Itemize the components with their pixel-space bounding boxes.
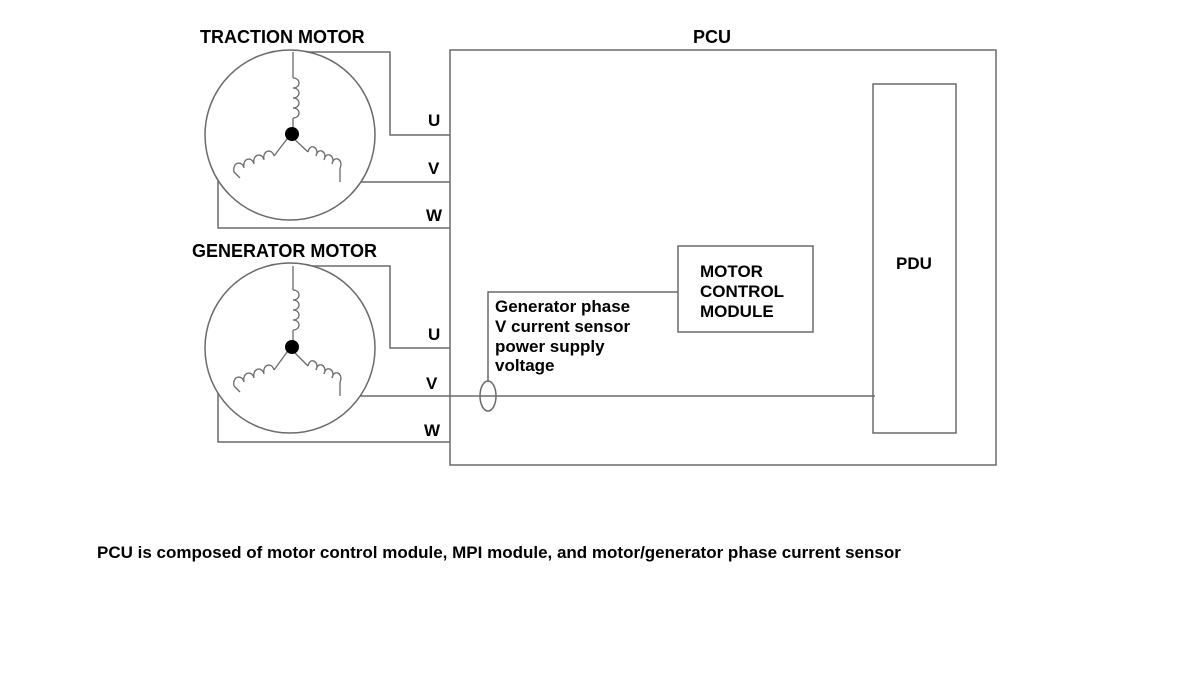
- current-sensor-icon: [479, 380, 497, 412]
- pcu-label: PCU: [693, 27, 731, 47]
- sensor-label-line-4: voltage: [495, 356, 555, 375]
- generator-phase-v-label: V: [426, 374, 438, 393]
- traction-phase-v-label: V: [428, 159, 440, 178]
- mcm-line-2: CONTROL: [700, 282, 784, 301]
- sensor-label-line-3: power supply: [495, 337, 605, 356]
- sensor-label-line-1: Generator phase: [495, 297, 630, 316]
- mcm-line-1: MOTOR: [700, 262, 763, 281]
- pdu-box: [872, 83, 957, 434]
- diagram-caption: PCU is composed of motor control module,…: [97, 543, 901, 562]
- generator-lead-u: [293, 265, 450, 349]
- traction-lead-u: [293, 51, 450, 136]
- pdu: PDU: [872, 83, 957, 434]
- generator-phase-w-label: W: [424, 421, 441, 440]
- sensor-label: Generator phase V current sensor power s…: [495, 297, 630, 375]
- traction-motor-label: TRACTION MOTOR: [200, 27, 365, 47]
- traction-phase-u-label: U: [428, 111, 440, 130]
- pcu-box: [449, 49, 997, 466]
- motor-control-module: MOTOR CONTROL MODULE: [677, 245, 814, 333]
- sensor-signal-wire: [487, 291, 678, 382]
- traction-phase-w-label: W: [426, 206, 443, 225]
- generator-neutral-point: [285, 340, 299, 354]
- traction-neutral-point: [285, 127, 299, 141]
- generator-motor-label: GENERATOR MOTOR: [192, 241, 377, 261]
- pcu: PCU PDU MOTOR CONTROL MODULE Generator p…: [449, 27, 997, 466]
- generator-phase-u-label: U: [428, 325, 440, 344]
- motor-control-module-box: [677, 245, 814, 333]
- pdu-label: PDU: [896, 254, 932, 273]
- generator-motor: GENERATOR MOTOR U V: [192, 241, 875, 443]
- sensor-label-line-2: V current sensor: [495, 317, 630, 336]
- traction-motor: TRACTION MOTOR U: [200, 27, 450, 229]
- mcm-line-3: MODULE: [700, 302, 774, 321]
